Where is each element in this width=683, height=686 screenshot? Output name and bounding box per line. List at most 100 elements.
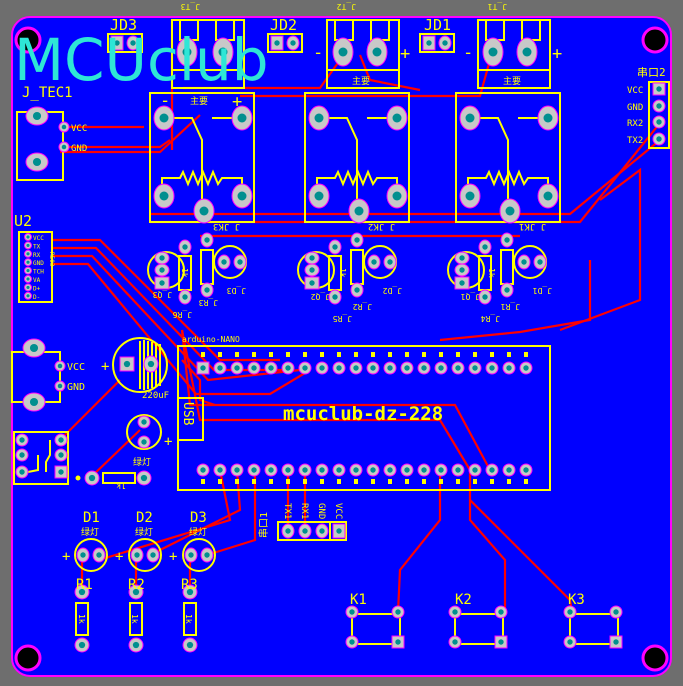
drill-hole bbox=[123, 360, 131, 368]
copper-trace bbox=[180, 329, 471, 471]
pin-label-mark bbox=[388, 479, 392, 484]
relay2-ref: J_JK2 bbox=[368, 221, 395, 231]
drill-hole bbox=[472, 365, 478, 371]
copper-trace bbox=[180, 329, 491, 471]
buzzer-outline bbox=[126, 414, 162, 450]
pad bbox=[308, 105, 330, 131]
drill-hole bbox=[442, 40, 448, 46]
k1-ref: K1 bbox=[350, 592, 367, 608]
pad bbox=[213, 361, 227, 375]
drill-hole bbox=[88, 474, 96, 482]
drill-hole bbox=[459, 280, 465, 286]
pad bbox=[332, 523, 346, 539]
group3-rb-value: 1k bbox=[180, 268, 189, 278]
pad bbox=[24, 233, 32, 241]
relay-switch-symbol bbox=[329, 117, 358, 200]
pin-label-mark bbox=[439, 479, 443, 484]
usb-label: USB bbox=[180, 402, 195, 426]
pad bbox=[130, 547, 144, 563]
u2-pin-label: D+ bbox=[33, 285, 41, 292]
drill-hole bbox=[200, 467, 206, 473]
drill-hole bbox=[150, 552, 156, 558]
drill-hole bbox=[186, 641, 194, 649]
pad bbox=[110, 35, 124, 51]
drill-hole bbox=[130, 40, 136, 46]
drill-hole bbox=[132, 588, 140, 596]
group2-rb-value: 1k bbox=[338, 268, 347, 278]
drill-hole bbox=[523, 365, 529, 371]
pad bbox=[182, 584, 198, 600]
drill-hole bbox=[370, 467, 376, 473]
jt1-plus: + bbox=[552, 44, 562, 64]
drill-hole bbox=[332, 294, 338, 300]
pad bbox=[264, 361, 278, 375]
drill-hole bbox=[159, 113, 169, 123]
terminal-block-outline bbox=[326, 19, 400, 89]
pin-label-mark bbox=[218, 352, 222, 357]
d1-ref: D1 bbox=[83, 510, 100, 526]
pad bbox=[516, 37, 538, 67]
copper-trace bbox=[60, 114, 201, 154]
pad bbox=[196, 361, 210, 375]
pad bbox=[212, 37, 234, 67]
terminal-block-outline bbox=[171, 19, 245, 89]
pad bbox=[454, 263, 470, 277]
uart2-pin-rx2: RX2 bbox=[627, 119, 643, 129]
pad bbox=[298, 523, 312, 539]
pad bbox=[137, 415, 151, 429]
drill-hole bbox=[404, 365, 410, 371]
drill-hole bbox=[319, 528, 325, 534]
jtec1-vcc: VCC bbox=[71, 124, 87, 134]
drill-hole bbox=[182, 294, 188, 300]
pad bbox=[348, 198, 370, 224]
drill-hole bbox=[182, 244, 188, 250]
pad bbox=[247, 463, 261, 477]
drill-hole bbox=[290, 40, 296, 46]
pin-label-mark bbox=[507, 479, 511, 484]
pad bbox=[58, 141, 70, 153]
pad bbox=[451, 463, 465, 477]
drill-hole bbox=[204, 237, 210, 243]
jumper-outline bbox=[419, 33, 455, 53]
copper-trace bbox=[52, 238, 280, 362]
pad bbox=[119, 356, 135, 372]
drill-hole bbox=[336, 467, 342, 473]
drill-hole bbox=[522, 47, 532, 57]
r2-ref-group: J_R2 bbox=[353, 302, 372, 311]
d1-ref-group: J_D1 bbox=[533, 286, 552, 295]
pad bbox=[478, 289, 492, 305]
pin-label-mark bbox=[490, 352, 494, 357]
drill-hole bbox=[78, 588, 86, 596]
drill-hole bbox=[506, 467, 512, 473]
jumper-outline bbox=[267, 33, 303, 53]
pad bbox=[332, 361, 346, 375]
pin-label-mark bbox=[371, 479, 375, 484]
pin-label-mark bbox=[337, 352, 341, 357]
pin-label-mark bbox=[269, 352, 273, 357]
resistor-outline bbox=[183, 602, 197, 636]
drill-hole bbox=[234, 467, 240, 473]
drill-hole bbox=[472, 467, 478, 473]
pad bbox=[391, 635, 405, 649]
copper-trace bbox=[98, 469, 232, 562]
relay-switch-symbol bbox=[480, 117, 509, 200]
pad bbox=[281, 361, 295, 375]
pad bbox=[448, 635, 462, 649]
drill-hole bbox=[482, 244, 488, 250]
drill-hole bbox=[237, 113, 247, 123]
drill-hole bbox=[387, 259, 393, 265]
drill-hole bbox=[204, 552, 210, 558]
drill-hole bbox=[134, 552, 140, 558]
relay-coil-symbol bbox=[161, 169, 243, 187]
k3-ref: K3 bbox=[568, 592, 585, 608]
led-outline bbox=[74, 538, 108, 572]
pad bbox=[231, 105, 253, 131]
drill-hole bbox=[274, 40, 280, 46]
drill-hole bbox=[567, 639, 573, 645]
drill-hole bbox=[96, 552, 102, 558]
uart2-header-outline bbox=[648, 81, 670, 149]
d3-label: 绿灯 bbox=[189, 526, 207, 538]
drill-hole bbox=[285, 528, 291, 534]
drill-hole bbox=[438, 467, 444, 473]
